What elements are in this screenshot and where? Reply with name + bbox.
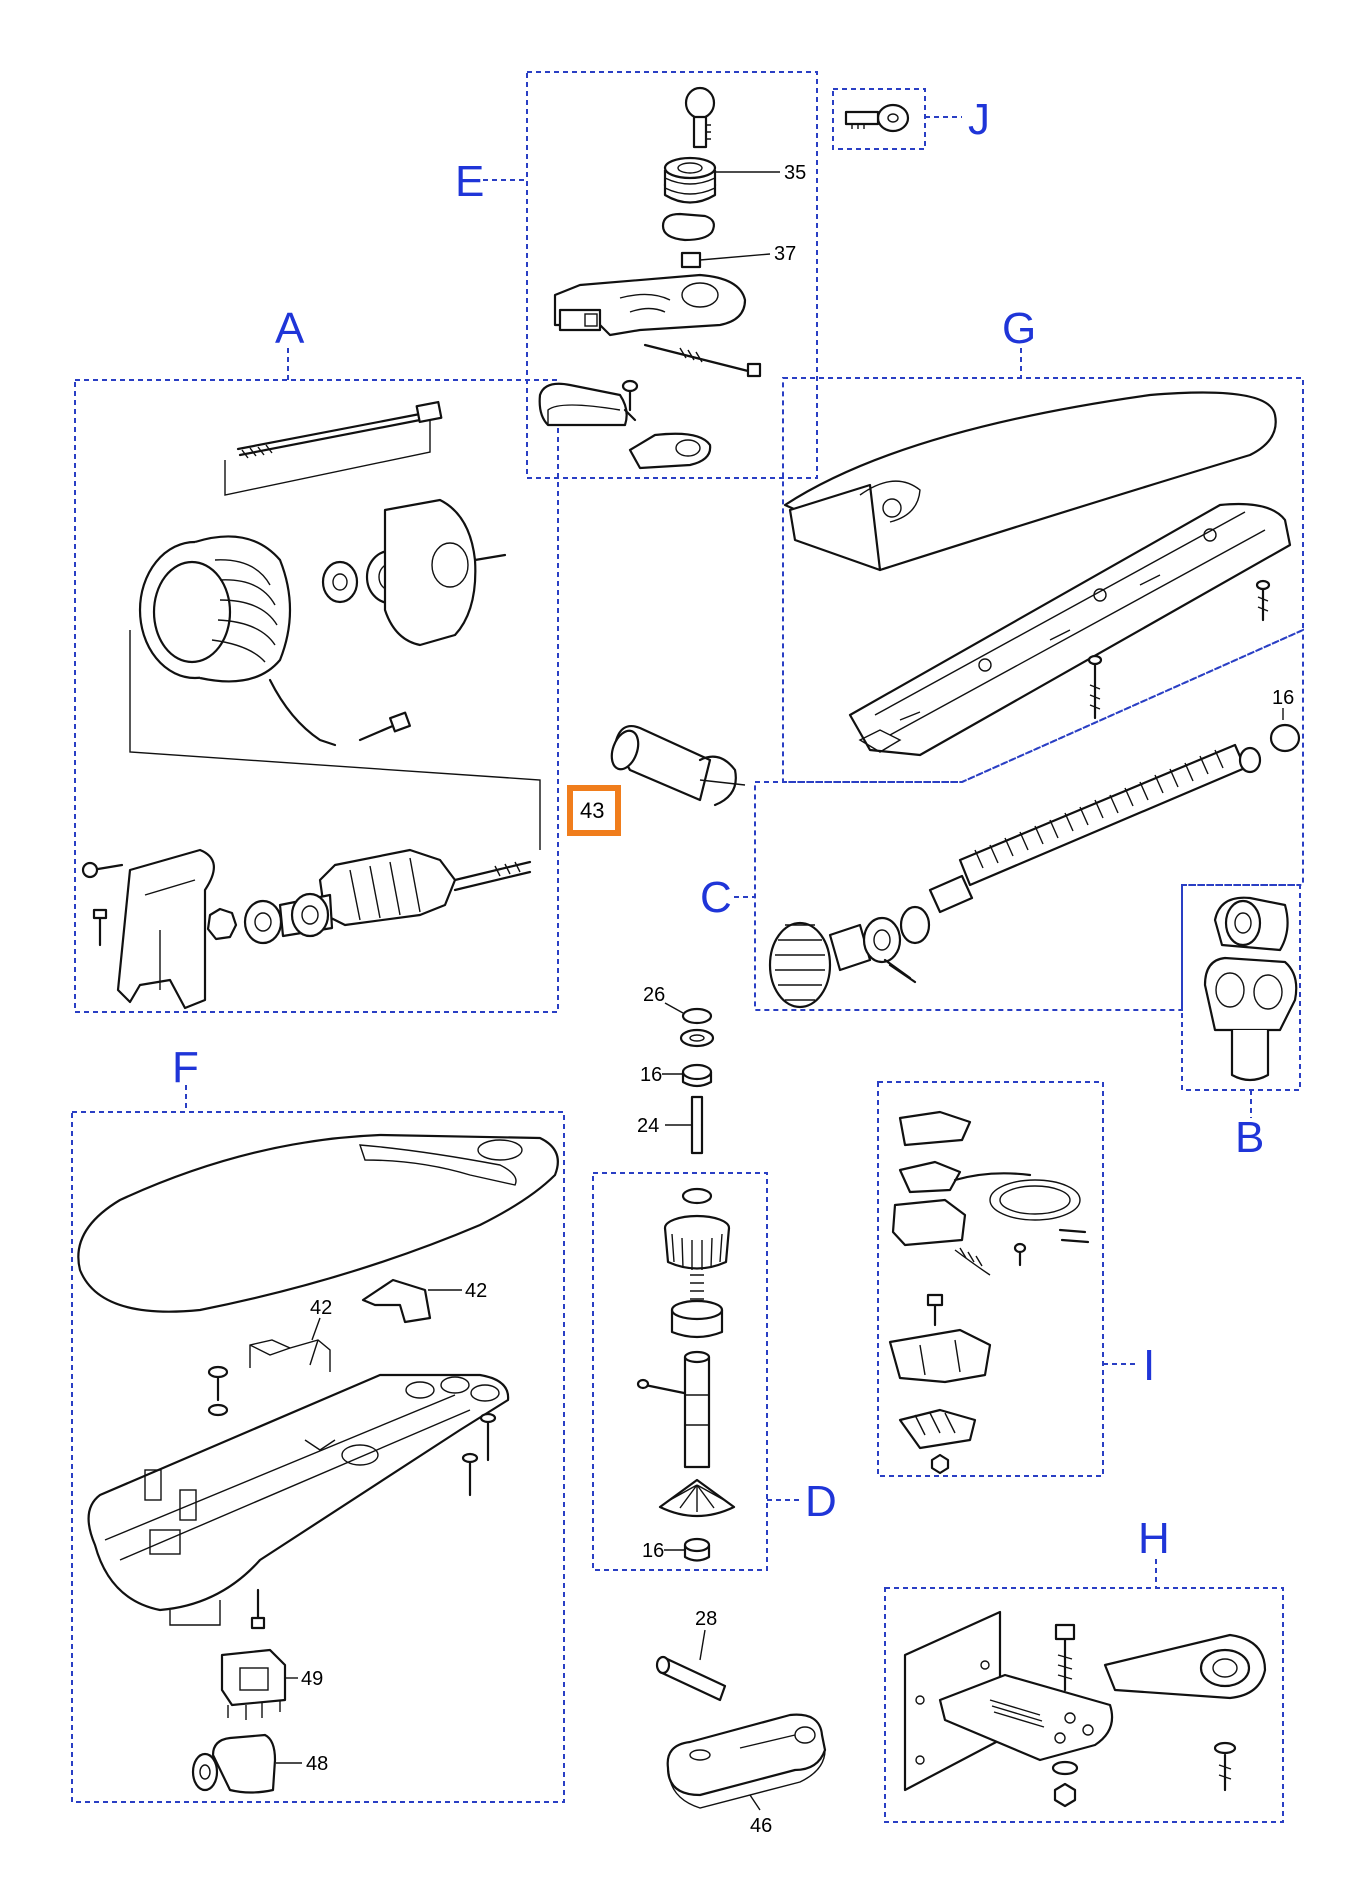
group-label-i[interactable]: I — [1143, 1341, 1155, 1390]
release-lever-drawing — [538, 86, 762, 470]
part-label-48[interactable]: 48 — [306, 1753, 328, 1775]
part-label-26[interactable]: 26 — [643, 984, 665, 1006]
key-drawing — [844, 103, 910, 133]
part-labels-d: 16 — [642, 1540, 684, 1562]
part-label-46[interactable]: 46 — [750, 1815, 772, 1837]
group-e-box[interactable] — [526, 71, 818, 479]
part-labels-arm: 28 46 — [695, 1608, 772, 1837]
group-label-b[interactable]: B — [1235, 1113, 1264, 1162]
group-labels: A E J G C B F D I H — [172, 95, 1264, 1563]
part-label-16-d[interactable]: 16 — [642, 1540, 664, 1562]
part-label-16-mid[interactable]: 16 — [640, 1064, 662, 1086]
part-label-42-upper[interactable]: 42 — [465, 1280, 487, 1302]
group-label-j[interactable]: J — [968, 95, 990, 144]
capacitor-drawing — [610, 724, 746, 807]
motor-assembly-drawing — [81, 400, 541, 1010]
part-label-37[interactable]: 37 — [774, 243, 796, 265]
group-i-box[interactable] — [877, 1081, 1104, 1477]
part-labels-e: 35 37 — [699, 162, 806, 265]
shaft-parts-drawing — [679, 1007, 715, 1155]
group-label-e[interactable]: E — [455, 157, 484, 206]
group-d-box[interactable] — [592, 1172, 768, 1571]
group-label-c[interactable]: C — [700, 873, 732, 922]
group-outlines — [71, 71, 1304, 1823]
group-b-box[interactable] — [1181, 884, 1301, 1091]
group-c-box[interactable] — [754, 628, 1304, 1011]
group-label-g[interactable]: G — [1002, 304, 1036, 353]
part-43-highlight[interactable]: 43 — [567, 785, 621, 836]
part-labels-shaft: 26 16 24 — [637, 984, 692, 1137]
part-labels-c: 16 — [1272, 687, 1294, 720]
group-g-box[interactable] — [782, 377, 1304, 783]
group-label-h[interactable]: H — [1138, 1514, 1170, 1563]
part-label-42-lower[interactable]: 42 — [310, 1297, 332, 1319]
group-label-a[interactable]: A — [275, 304, 305, 353]
group-f-box[interactable] — [71, 1111, 565, 1803]
part-label-49[interactable]: 49 — [301, 1668, 323, 1690]
part-labels-f: 42 42 49 48 — [276, 1280, 487, 1775]
group-leaders — [185, 116, 1252, 1588]
group-h-box[interactable] — [884, 1587, 1284, 1823]
part-label-28[interactable]: 28 — [695, 1608, 717, 1630]
screw-shaft-drawing — [768, 723, 1301, 1009]
mounting-plate-drawing — [903, 1610, 1267, 1808]
arm-drawing — [655, 1655, 827, 1809]
casing-drawing — [77, 1133, 559, 1794]
part-label-35[interactable]: 35 — [784, 162, 806, 184]
part-label-43[interactable]: 43 — [580, 798, 604, 823]
part-label-16-c[interactable]: 16 — [1272, 687, 1294, 709]
gear-train-drawing — [636, 1187, 736, 1562]
group-label-d[interactable]: D — [805, 1477, 837, 1526]
group-label-f[interactable]: F — [172, 1043, 199, 1092]
bracket-drawing — [1203, 896, 1298, 1082]
group-j-box[interactable] — [832, 88, 926, 150]
switch-drawing — [888, 1110, 1090, 1475]
housing-drawing — [783, 391, 1292, 757]
part-label-24[interactable]: 24 — [637, 1115, 659, 1137]
